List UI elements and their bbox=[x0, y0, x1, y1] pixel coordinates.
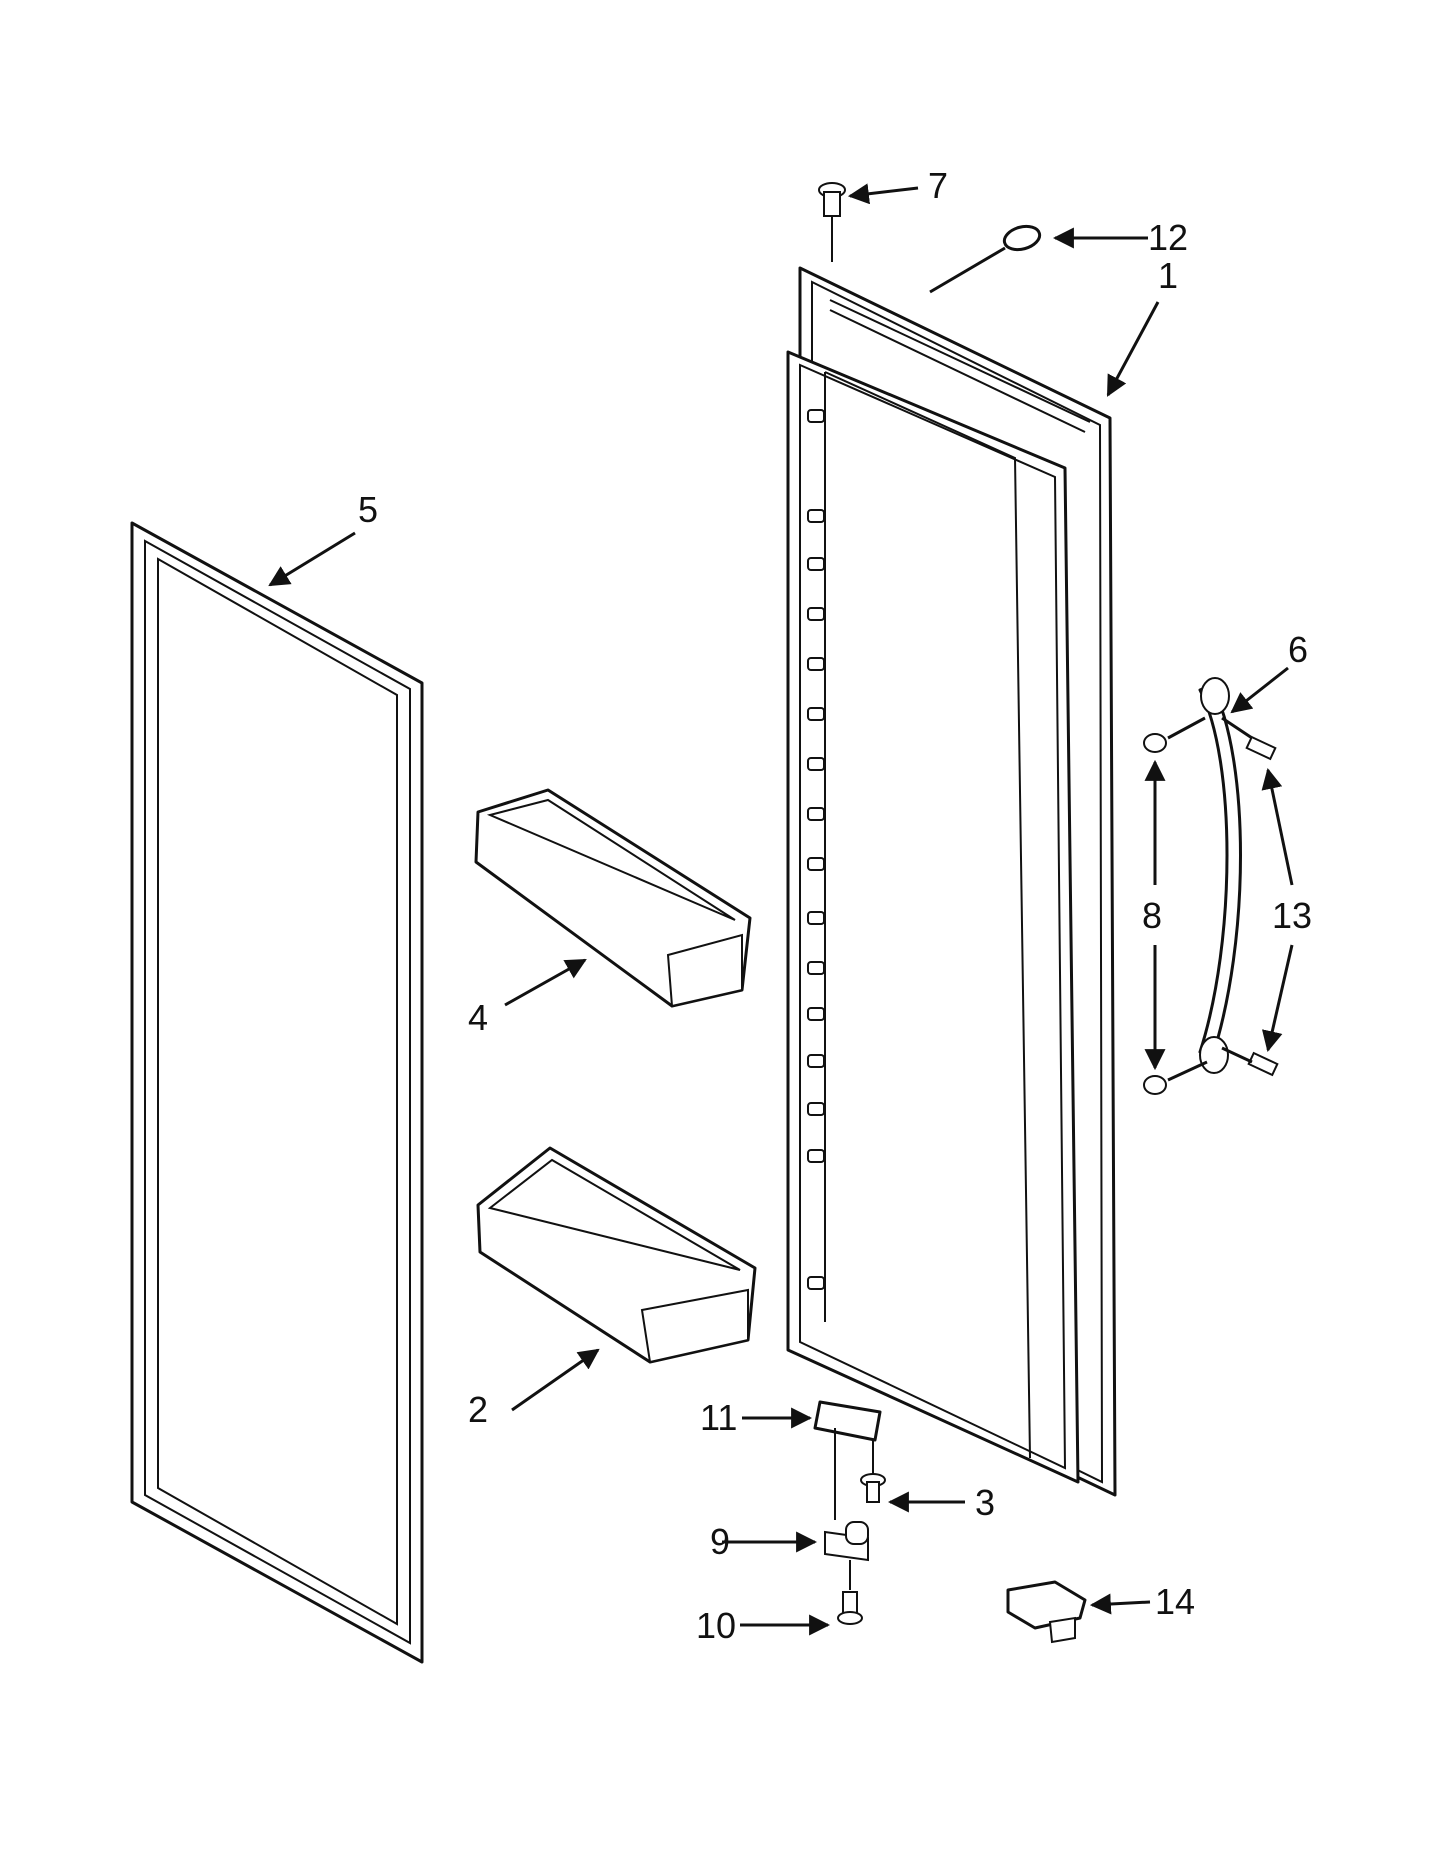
callout-10: 10 bbox=[696, 1605, 736, 1646]
callout-labels: 1 2 3 4 5 6 7 8 9 10 11 12 13 14 bbox=[358, 165, 1312, 1646]
callout-6: 6 bbox=[1288, 629, 1308, 670]
top-hinge-pin-part bbox=[818, 182, 846, 262]
callout-4: 4 bbox=[468, 997, 488, 1038]
bottom-hinge-part bbox=[824, 1428, 869, 1562]
handle-nut-part bbox=[1143, 733, 1167, 1095]
callout-3: 3 bbox=[975, 1482, 995, 1523]
refrigerator-door-part bbox=[786, 266, 1117, 1497]
hinge-screw-part bbox=[860, 1440, 886, 1503]
callout-5: 5 bbox=[358, 489, 378, 530]
lower-door-bin-part bbox=[476, 1146, 757, 1364]
callout-9: 9 bbox=[710, 1521, 730, 1562]
callout-13: 13 bbox=[1272, 895, 1312, 936]
callout-1: 1 bbox=[1158, 255, 1178, 296]
hinge-pin-screw-part bbox=[837, 1560, 863, 1625]
callout-8: 8 bbox=[1142, 895, 1162, 936]
callout-12: 12 bbox=[1148, 217, 1188, 258]
callout-2: 2 bbox=[468, 1389, 488, 1430]
handle-set-screw-part bbox=[1245, 735, 1279, 1077]
callout-7: 7 bbox=[928, 165, 948, 206]
leader-lines bbox=[268, 183, 1294, 1636]
o-ring-part bbox=[1002, 224, 1042, 252]
door-gasket-part bbox=[130, 521, 424, 1664]
hinge-shim-part bbox=[813, 1400, 882, 1442]
shelf-support-notches bbox=[807, 409, 825, 1290]
door-handle-part bbox=[1198, 677, 1242, 1074]
callout-11: 11 bbox=[700, 1397, 737, 1438]
callout-14: 14 bbox=[1155, 1581, 1195, 1622]
upper-door-bin-part bbox=[474, 788, 752, 1008]
hinge-cover-part bbox=[1006, 1580, 1087, 1644]
